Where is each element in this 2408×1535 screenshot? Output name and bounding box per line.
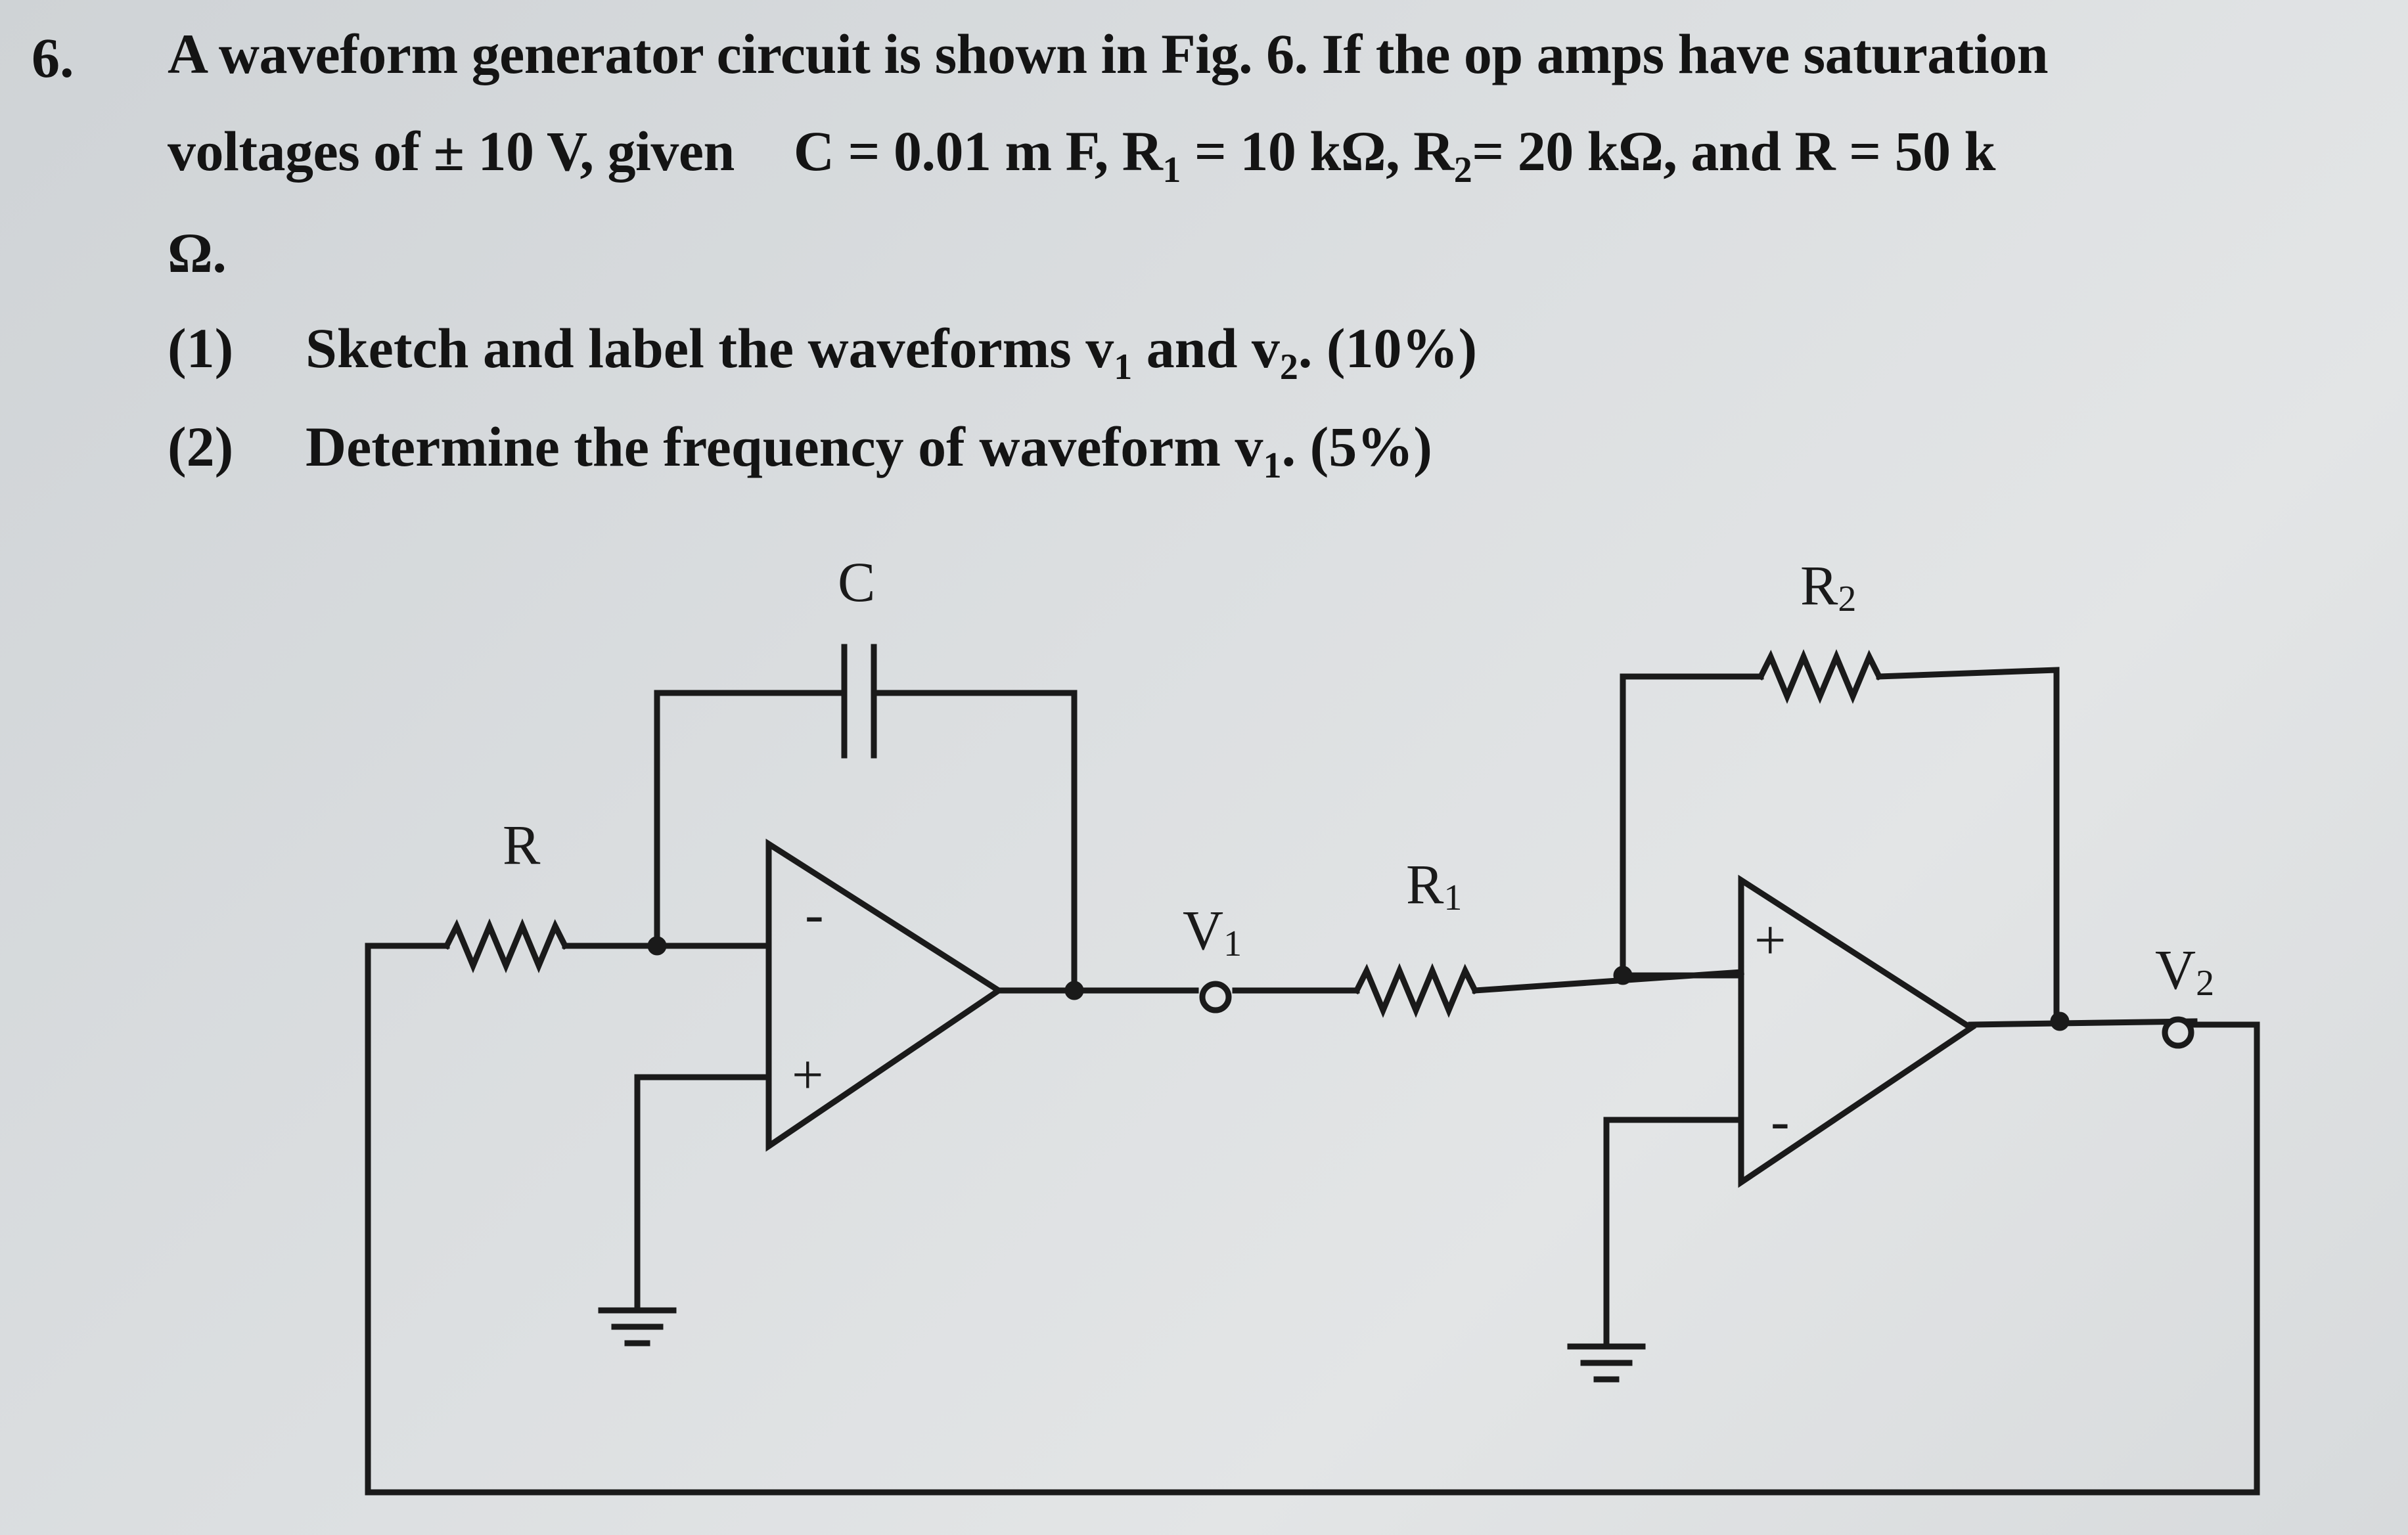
label-resistor-r1: R1 — [1406, 853, 1462, 918]
question-line-2: voltages of ± 10 V, given C = 0.01 m F, R… — [168, 118, 1995, 189]
op-amp-2-inverting-sign: - — [1771, 1089, 1790, 1152]
resistor-r — [442, 918, 570, 973]
question-line-2-part-b: C = 0.01 m F, R — [793, 120, 1163, 183]
question-number: 6. — [32, 26, 74, 89]
label-resistor-r2: R2 — [1800, 554, 1856, 619]
subquestion-2-number: (2) — [168, 415, 234, 478]
subquestion-2-text-b: . (5%) — [1281, 415, 1432, 478]
question-line-2-part-c: = 10 kΩ, R — [1180, 120, 1454, 183]
question-line-2-sub-2: 2 — [1453, 150, 1472, 190]
feedback-wire — [365, 943, 2260, 1496]
terminal-v1 — [1199, 981, 1232, 1013]
op-amp-1-noninverting-sign: + — [792, 1043, 824, 1106]
subquestion-2-text-a: Determine the frequency of waveform v — [306, 415, 1263, 478]
ground-symbol-1 — [598, 1307, 677, 1346]
terminal-v2 — [2162, 1016, 2194, 1049]
label-v2: V2 — [2155, 938, 2214, 1004]
op-amp-1 — [765, 838, 1005, 1152]
resistor-r2 — [1756, 649, 1884, 704]
question-line-2-sub-1: 1 — [1162, 150, 1181, 190]
junction-dot — [2050, 1012, 2070, 1031]
subquestion-1-sub-a: 1 — [1114, 347, 1133, 388]
subquestion-1-sub-b: 2 — [1279, 347, 1298, 388]
op-amp-2-noninverting-sign: + — [1754, 908, 1786, 971]
ground-symbol-2 — [1567, 1343, 1646, 1383]
subquestion-1: (1) Sketch and label the waveforms v1 and… — [168, 315, 1478, 386]
subquestion-1-text-a: Sketch and label the waveforms v — [306, 317, 1114, 380]
question-line-2-part-d: = 20 kΩ, and R = 50 k — [1472, 120, 1995, 183]
subquestion-1-text-c: . (10%) — [1298, 317, 1478, 380]
junction-dot — [1064, 981, 1084, 1000]
label-capacitor: C — [838, 550, 875, 613]
subquestion-2-sub-a: 1 — [1263, 445, 1282, 486]
subquestion-1-text-b: and v — [1132, 317, 1280, 380]
question-line-2-part-a: voltages of ± 10 V, given — [168, 120, 735, 183]
question-line-3: Ω. — [168, 221, 227, 284]
op-amp-1-inverting-sign: - — [805, 882, 824, 945]
label-v1: V1 — [1183, 899, 1242, 964]
question-line-1: A waveform generator circuit is shown in… — [168, 22, 2049, 85]
subquestion-1-number: (1) — [168, 317, 234, 380]
resistor-r1 — [1352, 963, 1480, 1018]
subquestion-2: (2) Determine the frequency of waveform v… — [168, 414, 1432, 484]
op-amp-2 — [1738, 874, 1977, 1188]
label-resistor-r: R — [503, 813, 541, 876]
